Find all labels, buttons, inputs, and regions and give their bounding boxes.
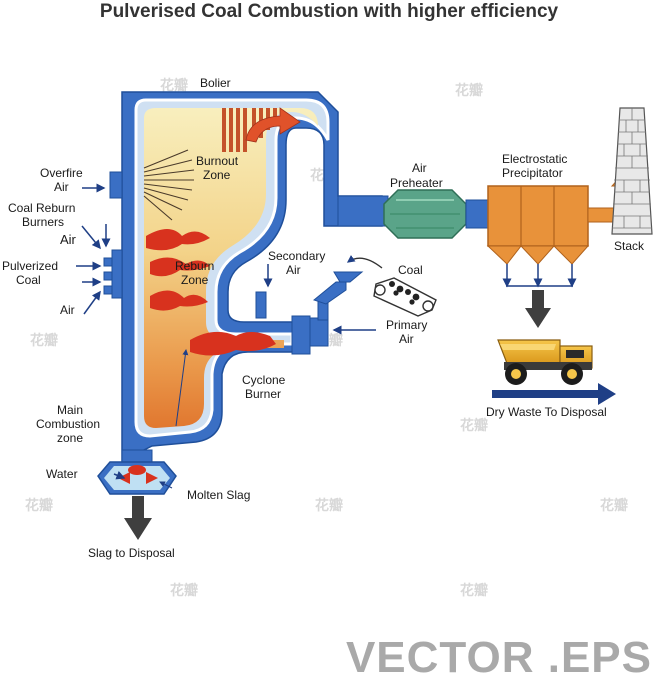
watermark-text: 花瓣 (170, 582, 198, 598)
pulverized-coal-label: Pulverized (2, 259, 58, 273)
main-combustion-zone-label: Main (57, 403, 83, 417)
watermark-group: 花瓣 花瓣 花瓣 花瓣 花瓣 花瓣 花瓣 花瓣 花瓣 花瓣 花瓣 (25, 77, 628, 598)
slag-down-arrow-icon (124, 496, 152, 540)
main-combustion-flame (190, 331, 276, 356)
flue-gas-duct (337, 195, 389, 227)
reburn-zone-label: Zone (181, 273, 209, 287)
slag-hopper (97, 449, 177, 495)
air-bottom-label: Air (60, 303, 75, 317)
reburn-flames (146, 229, 210, 311)
electrostatic-precipitator-label: Precipitator (502, 166, 563, 180)
format-tag: VECTOR .EPS (346, 633, 652, 679)
coal-conveyor (373, 277, 437, 317)
main-combustion-zone-label: Combustion (36, 417, 100, 431)
air-preheater-label: Preheater (390, 176, 443, 190)
coal-nozzle (103, 271, 113, 281)
burner-nozzles (103, 171, 123, 299)
pulverized-coal-label: Coal (16, 273, 41, 287)
watermark-text: 花瓣 (160, 77, 188, 93)
dry-waste-label: Dry Waste To Disposal (486, 405, 607, 419)
coal-nozzle (103, 257, 113, 267)
air-input-arrows (76, 183, 376, 489)
diagram-title: Pulverised Coal Combustion with higher e… (100, 1, 559, 22)
boiler (97, 91, 383, 540)
dump-truck (497, 339, 593, 385)
flow-arrow-icon (245, 107, 301, 143)
watermark-text: 花瓣 (455, 82, 483, 98)
coal-reburn-burners-label: Burners (22, 215, 64, 229)
molten-slag-label: Molten Slag (187, 488, 250, 502)
watermark-text: 花瓣 (600, 497, 628, 513)
cyclone-burner-label: Cyclone (242, 373, 286, 387)
ash-down-arrow-icon (525, 290, 551, 328)
reburn-zone-label: Reburn (175, 259, 214, 273)
preheater-to-esp-duct (465, 199, 489, 229)
primary-air-label: Primary (386, 318, 427, 332)
watermark-text: 花瓣 (30, 332, 58, 348)
coal-reburn-burners-label: Coal Reburn (8, 201, 75, 215)
stack-label: Stack (614, 239, 645, 253)
watermark-text: 花瓣 (25, 497, 53, 513)
coal-feed-arrow-icon (346, 255, 383, 269)
main-combustion-zone-label: zone (57, 431, 83, 445)
reburn-burner-block (111, 249, 123, 299)
primary-air-label: Air (399, 332, 414, 346)
electrostatic-precipitator-label: Electrostatic (502, 152, 567, 166)
slag-to-disposal-label: Slag to Disposal (88, 546, 175, 560)
water-label: Water (46, 467, 78, 481)
boiler-label: Bolier (200, 76, 231, 90)
coal-nozzle (103, 285, 113, 295)
coal-lumps (389, 281, 420, 305)
watermark-text: 花瓣 (315, 497, 343, 513)
stack (611, 107, 653, 235)
molten-slag-pool (128, 465, 146, 475)
ash-collection-arrows (502, 264, 577, 288)
overfire-air-label: Air (54, 180, 69, 194)
air-top-label: Air (60, 232, 77, 247)
burnout-zone-label: Zone (203, 168, 231, 182)
electrostatic-precipitator (486, 185, 590, 265)
overfire-air-label: Overfire (40, 166, 83, 180)
air-preheater-label: Air (412, 161, 427, 175)
cyclone-burner-label: Burner (245, 387, 281, 401)
overfire-air-jets (143, 149, 195, 221)
burnout-zone-label: Burnout (196, 154, 239, 168)
secondary-air-label: Secondary (268, 249, 325, 263)
secondary-air-label: Air (286, 263, 301, 277)
cyclone-burner (255, 271, 364, 355)
combustion-chamber (144, 108, 318, 428)
disposal-arrow-icon (492, 383, 616, 405)
watermark-text: 花瓣 (460, 582, 488, 598)
coal-label: Coal (398, 263, 423, 277)
watermark-text: 花瓣 (460, 417, 488, 433)
overfire-air-port (109, 171, 123, 199)
air-preheater (383, 189, 467, 239)
